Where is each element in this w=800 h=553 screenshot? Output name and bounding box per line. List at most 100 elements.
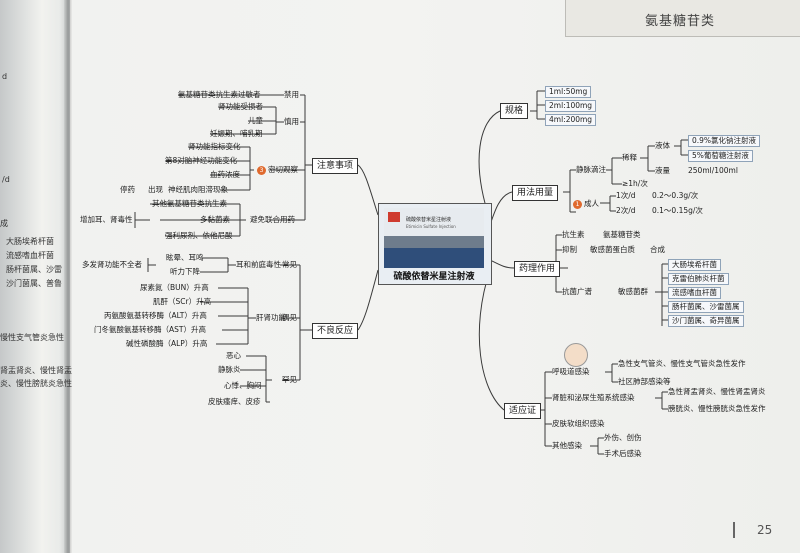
- doctor-avatar-icon: [564, 343, 588, 367]
- drug-logo-icon: [388, 212, 400, 222]
- adverse-rare-item: 皮肤瘙痒、皮疹: [208, 397, 261, 406]
- caution-careful-item: 肾功能受损者: [218, 102, 263, 111]
- usage-dose2-val: 0.1～0.15g/次: [652, 206, 703, 215]
- adverse-liver: 肝肾功能: [256, 313, 286, 322]
- bacteria-item: 沙门菌属、奇异菌属: [668, 315, 744, 327]
- prev-fragment: 成: [0, 219, 8, 228]
- adverse-occasional: 偶见: [282, 313, 297, 322]
- caution-note: 增加耳、肾毒性: [80, 215, 133, 224]
- caution-combo-item: 强利尿剂、依他尼酸: [165, 231, 233, 240]
- caution-avoid: 避免联合用药: [250, 215, 295, 224]
- prev-fragment: 沙门菌属、普鲁: [6, 279, 62, 288]
- caution-monitor: 密切观察: [268, 165, 298, 174]
- indication-uro-item: 急性肾盂肾炎、慢性肾盂肾炎: [668, 387, 766, 396]
- prev-fragment: 慢性支气管炎急性: [0, 333, 64, 342]
- caution-careful: 慎用: [284, 117, 299, 126]
- adverse-ear-kidney: 耳和前庭毒性: [236, 260, 281, 269]
- branch-indication: 适应证: [504, 403, 542, 419]
- caution-monitor-item: 血药浓度: [210, 170, 240, 179]
- branch-caution: 注意事项: [312, 158, 359, 174]
- liquid-option: 0.9%氯化钠注射液: [688, 135, 761, 147]
- prev-fragment: 大肠埃希杆菌: [6, 237, 54, 246]
- pharm-inhibit-result: 合成: [650, 245, 665, 254]
- adverse-renal-note: 多发肾功能不全者: [82, 260, 142, 269]
- usage-dilute: 稀释: [622, 153, 637, 162]
- drug-package-image: 硫酸依替米星注射液 Etimicin Sulfate Injection: [384, 208, 484, 268]
- usage-iv: 静脉滴注: [576, 165, 606, 174]
- bacteria-item: 肠杆菌属、沙雷菌属: [668, 301, 744, 313]
- adverse-lab-item: 尿素氮（BUN）升高: [140, 283, 209, 292]
- adverse-lab-item: 碱性磷酸酶（ALP）升高: [126, 339, 208, 348]
- usage-dose2: 2次/d: [616, 206, 636, 215]
- caution-careful-item: 儿童: [248, 116, 263, 125]
- branch-spec: 规格: [500, 103, 529, 119]
- branch-usage: 用法用量: [512, 185, 559, 201]
- adverse-lab-item: 肌酐（SCr）升高: [153, 297, 212, 306]
- center-title: 硫酸依替米星注射液: [393, 272, 475, 282]
- spec-item: 4ml:200mg: [545, 114, 597, 126]
- indication-uro: 肾脏和泌尿生殖系统感染: [552, 393, 635, 402]
- pharm-inhibit-target: 敏感菌蛋白质: [590, 245, 635, 254]
- caution-appear: 出现: [148, 185, 163, 194]
- adverse-rare: 罕见: [282, 375, 297, 384]
- page-number-divider: [733, 522, 735, 538]
- indication-resp-item: 急性支气管炎、慢性支气管炎急性发作: [618, 359, 746, 368]
- caution-combo-item: 多黏菌素: [200, 215, 230, 224]
- drug-box-title: 硫酸依替米星注射液: [406, 217, 452, 223]
- spec-item: 2ml:100mg: [545, 100, 597, 112]
- prev-fragment: d: [2, 72, 8, 81]
- indication-other-item: 手术后感染: [604, 449, 642, 458]
- drug-box-subtitle: Etimicin Sulfate Injection: [406, 224, 456, 229]
- adverse-rare-item: 静脉炎: [218, 365, 241, 374]
- branch-adverse: 不良反应: [312, 323, 359, 339]
- adverse-lab-item: 丙氨酸氨基转移酶（ALT）升高: [104, 311, 207, 320]
- indication-uro-item: 膀胱炎、慢性膀胱炎急性发作: [668, 404, 766, 413]
- adverse-ear-item: 眩晕、耳鸣: [166, 253, 204, 262]
- indication-resp-item: 社区肺部感染等: [618, 377, 671, 386]
- book-gutter: [0, 0, 70, 553]
- usage-time: ≥1h/次: [622, 179, 648, 188]
- caution-contra: 禁用: [284, 90, 299, 99]
- adverse-ear-item: 听力下降: [170, 267, 200, 276]
- caution-combo-item: 其他氨基糖苷类抗生素: [152, 199, 227, 208]
- adverse-common: 常见: [282, 260, 297, 269]
- usage-volume-label: 液量: [655, 166, 670, 175]
- usage-volume: 250ml/100ml: [688, 166, 738, 175]
- usage-dose1: 1次/d: [616, 191, 636, 200]
- caution-stop-drug: 停药: [120, 185, 135, 194]
- pharm-sensitive: 敏感菌群: [618, 287, 648, 296]
- usage-adult: 成人: [584, 199, 599, 208]
- caution-monitor-item: 第8对脑神经功能变化: [165, 156, 238, 165]
- bacteria-item: 流感嗜血杆菌: [668, 287, 721, 299]
- prev-fragment: /d: [2, 175, 10, 184]
- adult-number-badge: 1: [573, 200, 582, 209]
- bacteria-item: 克雷伯肺炎杆菌: [668, 273, 729, 285]
- usage-liquid: 液体: [655, 141, 670, 150]
- caution-contra-item: 氨基糖苷类抗生素过敏者: [178, 90, 261, 99]
- adverse-rare-item: 恶心: [226, 351, 241, 360]
- bacteria-item: 大肠埃希杆菌: [668, 259, 721, 271]
- indication-other-item: 外伤、创伤: [604, 433, 642, 442]
- caution-careful-item: 妊娠期、哺乳期: [210, 129, 263, 138]
- indication-skin: 皮肤软组织感染: [552, 419, 605, 428]
- branch-pharm: 药理作用: [514, 261, 561, 277]
- pharm-spectrum: 抗菌广谱: [562, 287, 592, 296]
- caution-nerve: 神经肌肉阻滞现象: [168, 185, 228, 194]
- prev-fragment: 炎、慢性膀胱炎急性: [0, 379, 72, 388]
- page-number: 25: [757, 523, 773, 537]
- pharm-antibiotic: 抗生素: [562, 230, 585, 239]
- prev-fragment: 肾盂肾炎、慢性肾盂: [0, 366, 72, 375]
- pharm-inhibit: 抑制: [562, 245, 577, 254]
- spec-item: 1ml:50mg: [545, 86, 592, 98]
- adverse-rare-item: 心悸、胸闷: [224, 381, 262, 390]
- usage-dose1-val: 0.2～0.3g/次: [652, 191, 699, 200]
- caution-monitor-item: 肾功能指标变化: [188, 142, 241, 151]
- adverse-lab-item: 门冬氨酸氨基转移酶（AST）升高: [94, 325, 206, 334]
- prev-fragment: 肠杆菌属、沙雷: [6, 265, 62, 274]
- prev-fragment: 流感嗜血杆菌: [6, 251, 54, 260]
- pharm-antibiotic-val: 氨基糖苷类: [603, 230, 641, 239]
- monitor-number-badge: 3: [257, 166, 266, 175]
- liquid-option: 5%葡萄糖注射液: [688, 150, 753, 162]
